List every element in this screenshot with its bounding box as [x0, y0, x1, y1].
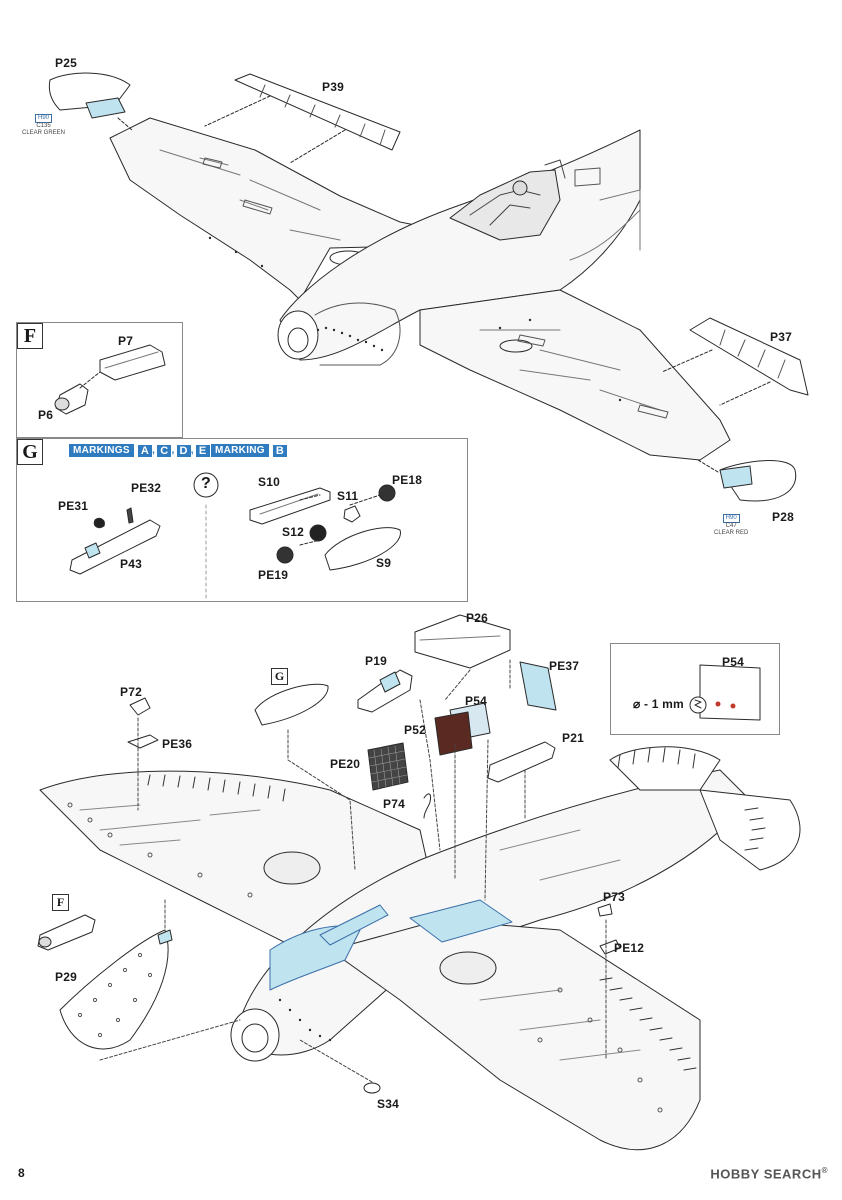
label-pe19: PE19: [258, 568, 289, 582]
markings-word: MARKINGS: [69, 444, 134, 457]
label-p72: P72: [120, 685, 142, 699]
p26-part: [414, 614, 511, 669]
p28-part-ref: C47: [725, 523, 737, 529]
marking-sep: ,: [152, 445, 156, 456]
p25-part: [48, 72, 133, 131]
watermark-registered: ®: [821, 1166, 828, 1175]
watermark-brand: HOBBY SEARCH: [710, 1166, 822, 1182]
label-p29: P29: [55, 970, 77, 984]
label-p19: P19: [365, 654, 387, 668]
label-s11: S11: [337, 489, 359, 503]
label-p7: P7: [118, 334, 134, 348]
label-pe32: PE32: [131, 481, 162, 495]
label-s10: S10: [258, 475, 280, 489]
p19-part: [357, 669, 413, 713]
label-s34: S34: [377, 1097, 399, 1111]
label-pe20: PE20: [330, 757, 361, 771]
label-p6: P6: [38, 408, 54, 422]
ref-step-g: G: [271, 668, 288, 685]
marking-word: MARKING: [211, 444, 269, 457]
p25-color-note: H90 C135 CLEAR GREEN: [22, 114, 65, 137]
p52-part: [434, 711, 473, 756]
label-s9: S9: [376, 556, 392, 570]
label-p73: P73: [603, 890, 625, 904]
label-p25: P25: [55, 56, 77, 70]
ref-step-f: F: [52, 894, 69, 911]
label-p43: P43: [120, 557, 142, 571]
marking-sep: ,: [171, 445, 175, 456]
markings-acde-header: MARKINGS A, C, D, E: [69, 444, 210, 457]
label-p28: P28: [772, 510, 794, 524]
step-f-marker: F: [17, 323, 43, 349]
p21-part: [487, 741, 556, 783]
drill-detail-panel: [610, 643, 780, 735]
p25-color-code: H90: [35, 114, 53, 123]
p28-color-note: H90 C47 CLEAR RED: [714, 514, 748, 537]
main-airframe: [39, 746, 801, 1151]
marking-letter-c: C: [157, 444, 172, 457]
marking-letter-a: A: [137, 444, 153, 457]
p39-part: [204, 73, 401, 164]
step-g-marker: G: [17, 439, 43, 465]
label-p74: P74: [383, 797, 405, 811]
pe20-part: [367, 742, 409, 791]
marking-letter-b: B: [272, 444, 288, 457]
p29-part: [59, 929, 173, 1050]
label-pe18: PE18: [392, 473, 423, 487]
step-f-panel: [16, 322, 183, 438]
label-pe31: PE31: [58, 499, 89, 513]
label-pe12: PE12: [614, 941, 645, 955]
step-g-art: [69, 472, 401, 601]
p28-color-name: CLEAR RED: [714, 530, 749, 536]
marking-letter-d: D: [176, 444, 191, 457]
marking-b-header: MARKING B: [211, 444, 288, 457]
question-mark: ?: [201, 475, 211, 492]
g-ref-part: [254, 683, 329, 726]
top-airframe: [109, 117, 731, 461]
label-pe36: PE36: [162, 737, 193, 751]
marking-letter-e: E: [195, 444, 210, 457]
step-f-art: [54, 344, 166, 415]
label-p37: P37: [770, 330, 792, 344]
pe37-part: [519, 661, 557, 711]
label-p21: P21: [562, 731, 584, 745]
page-number: 8: [18, 1166, 25, 1180]
p28-part: [697, 459, 797, 502]
label-p54: P54: [465, 694, 487, 708]
p25-part-ref: C135: [36, 123, 51, 129]
drill-art: [689, 664, 761, 721]
label-pe37: PE37: [549, 659, 580, 673]
p28-color-code: H90: [722, 514, 740, 523]
label-p39: P39: [322, 80, 344, 94]
p37-part: [661, 317, 809, 406]
label-p26: P26: [466, 611, 488, 625]
drill-note: ⌀ - 1 mm: [633, 697, 684, 711]
label-s12: S12: [282, 525, 304, 539]
step-g-panel: [16, 438, 468, 602]
label-p52: P52: [404, 723, 426, 737]
marking-sep: ,: [190, 445, 194, 456]
watermark: HOBBY SEARCH®: [710, 1166, 828, 1181]
label-p54-detail: P54: [722, 655, 744, 669]
p25-color-name: CLEAR GREEN: [22, 130, 66, 136]
